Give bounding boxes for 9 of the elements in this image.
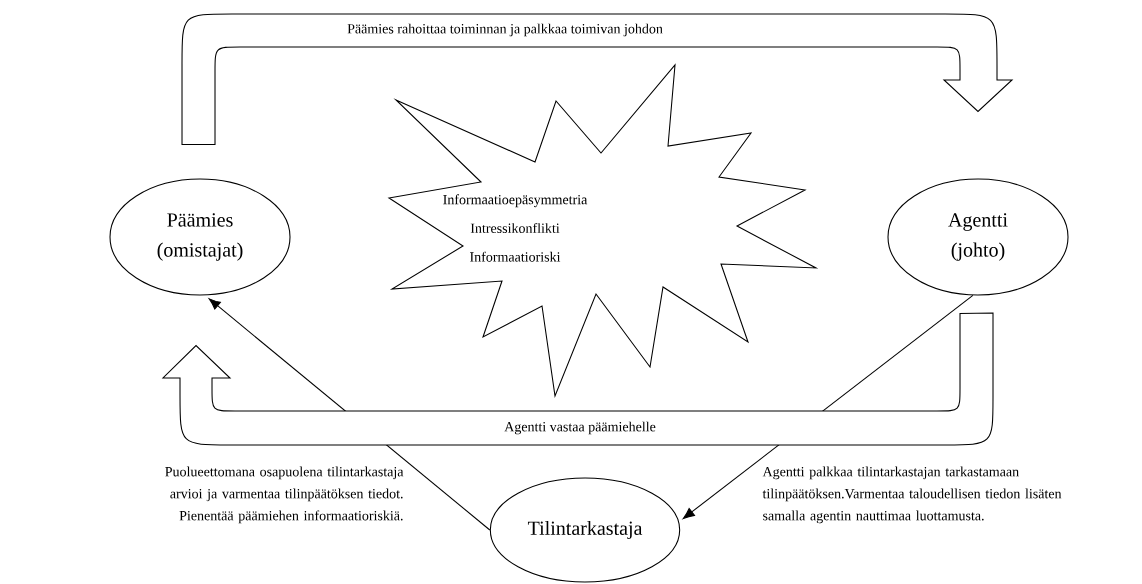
annotation-text: Puolueettomana osapuolena tilintarkastaja arvioi ja varmentaa tilinpäätöksen tiedot. Pienentää päämiehen informaatioriskiä.	[165, 466, 404, 524]
starburst: Informaatioepäsymmetria Intressikonflikti Informaatioriski	[387, 63, 819, 399]
annotation-text: Agentti palkkaa tilintarkastajan tarkastamaan tilinpäätöksen.Varmentaa taloudellisen tiedon lisäten samalla agentin nauttimaa luottamusta.	[762, 466, 1062, 524]
ellipse-node: Tilintarkastaja	[489, 477, 681, 583]
block-arrow	[162, 312, 994, 446]
ellipse-node: Päämies (omistajat)	[109, 178, 291, 296]
edge-label: Agentti vastaa päämiehelle	[502, 420, 658, 436]
edge-label: Päämies rahoittaa toiminnan ja palkkaa toimivan johdon	[345, 22, 665, 38]
ellipse-node: Agentti (johto)	[887, 178, 1069, 296]
